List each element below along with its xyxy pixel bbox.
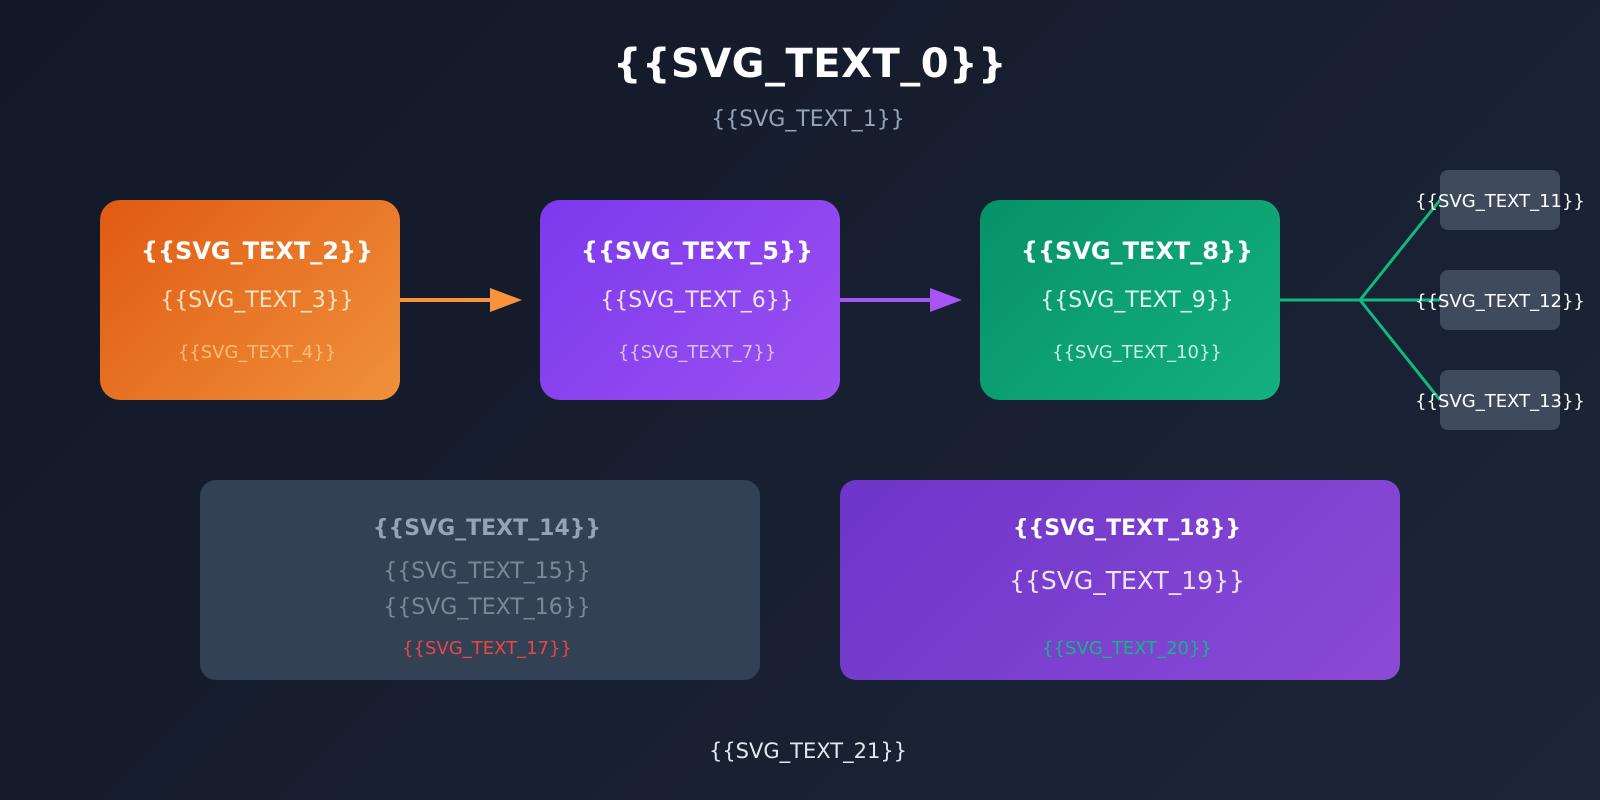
arrow-head-2 [930, 288, 962, 312]
output-label-1: {{SVG_TEXT_11}} [1415, 191, 1585, 212]
diagram-title: {{SVG_TEXT_0}} [612, 41, 1008, 87]
stage-2-title: {{SVG_TEXT_5}} [580, 237, 814, 265]
left-card-title: {{SVG_TEXT_14}} [372, 516, 602, 541]
output-box-1 [1440, 170, 1560, 230]
arrow-head-1 [490, 288, 522, 312]
stage-3-title: {{SVG_TEXT_8}} [1020, 237, 1254, 265]
stage-3-line-1: {{SVG_TEXT_9}} [1040, 288, 1234, 313]
stage-1-title: {{SVG_TEXT_2}} [140, 237, 374, 265]
stage-box-2 [540, 200, 840, 400]
stage-1-line-1: {{SVG_TEXT_3}} [160, 288, 354, 313]
output-label-3: {{SVG_TEXT_13}} [1415, 391, 1585, 412]
right-card-title: {{SVG_TEXT_18}} [1012, 516, 1242, 541]
output-box-3 [1440, 370, 1560, 430]
stage-2-line-2: {{SVG_TEXT_7}} [617, 342, 777, 363]
left-card-line-2: {{SVG_TEXT_16}} [383, 595, 591, 620]
branch-to-output-3 [1358, 299, 1442, 401]
diagram-footer: {{SVG_TEXT_21}} [708, 739, 908, 763]
stage-box-3 [980, 200, 1280, 400]
output-label-2: {{SVG_TEXT_12}} [1415, 291, 1585, 312]
output-box-2 [1440, 270, 1560, 330]
right-card-highlight: {{SVG_TEXT_20}} [1042, 638, 1212, 659]
left-card-line-1: {{SVG_TEXT_15}} [383, 559, 591, 584]
branch-to-output-1 [1358, 199, 1442, 301]
left-card-highlight: {{SVG_TEXT_17}} [402, 638, 572, 659]
stage-3-line-2: {{SVG_TEXT_10}} [1052, 342, 1222, 363]
right-card-line-1: {{SVG_TEXT_19}} [1009, 566, 1245, 595]
stage-2-line-1: {{SVG_TEXT_6}} [600, 288, 794, 313]
stage-box-1 [100, 200, 400, 400]
left-card [200, 480, 760, 680]
right-card [840, 480, 1400, 680]
stage-1-line-2: {{SVG_TEXT_4}} [177, 342, 337, 363]
diagram-subtitle: {{SVG_TEXT_1}} [711, 107, 905, 132]
